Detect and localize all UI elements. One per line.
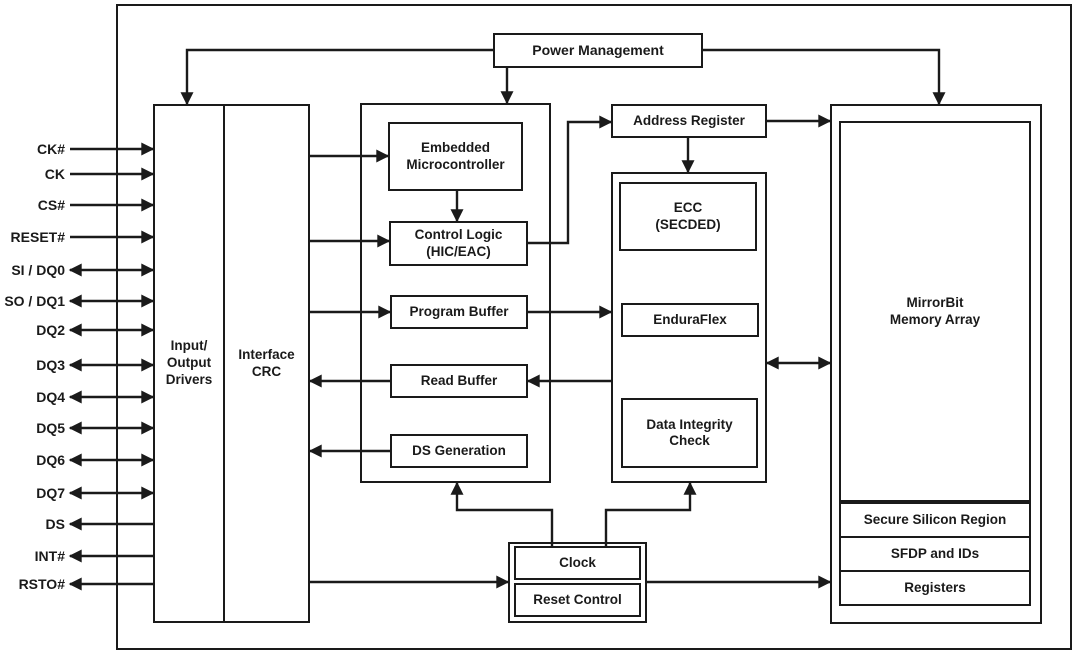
pin-label-so-dq1: SO / DQ1	[4, 293, 65, 309]
enduraflex-block: EnduraFlex	[621, 303, 759, 337]
pin-label-reset-hash: RESET#	[10, 229, 65, 245]
pin-label-si-dq0: SI / DQ0	[11, 262, 65, 278]
pin-label-ck-hash: CK#	[36, 141, 65, 157]
power-management-block: Power Management	[493, 33, 703, 68]
pin-label-dq3: DQ3	[36, 357, 65, 373]
interface-crc-label: Interface CRC	[238, 346, 295, 379]
reset-control-block: Reset Control	[514, 583, 641, 617]
io-drivers-label: Input/ Output Drivers	[155, 106, 225, 621]
sfdp-and-ids-block: SFDP and IDs	[839, 536, 1031, 572]
mirrorbit-memory-array-block: MirrorBit Memory Array	[839, 121, 1031, 502]
pin-label-dq6: DQ6	[36, 452, 65, 468]
pin-label-dq2: DQ2	[36, 322, 65, 338]
ecc-secded-block: ECC (SECDED)	[619, 182, 757, 251]
pin-label-ds: DS	[45, 516, 65, 532]
embedded-microcontroller-block: Embedded Microcontroller	[388, 122, 523, 191]
registers-block: Registers	[839, 570, 1031, 606]
secure-silicon-region-block: Secure Silicon Region	[839, 502, 1031, 538]
pin-label-dq7: DQ7	[36, 485, 65, 501]
io-drivers-interface-crc-block: Input/ Output Drivers Interface CRC	[153, 104, 310, 623]
program-buffer-block: Program Buffer	[390, 295, 528, 329]
pin-label-cs-hash: CS#	[37, 197, 65, 213]
clock-block: Clock	[514, 546, 641, 580]
control-logic-block: Control Logic (HIC/EAC)	[389, 221, 528, 266]
address-register-block: Address Register	[611, 104, 767, 138]
pin-label-dq5: DQ5	[36, 420, 65, 436]
data-integrity-check-block: Data Integrity Check	[621, 398, 758, 468]
pin-label-rsto-hash: RSTO#	[18, 576, 65, 592]
pin-label-dq4: DQ4	[36, 389, 65, 405]
pin-label-ck: CK	[44, 166, 65, 182]
read-buffer-block: Read Buffer	[390, 364, 528, 398]
ds-generation-block: DS Generation	[390, 434, 528, 468]
pin-label-int-hash: INT#	[34, 548, 65, 564]
